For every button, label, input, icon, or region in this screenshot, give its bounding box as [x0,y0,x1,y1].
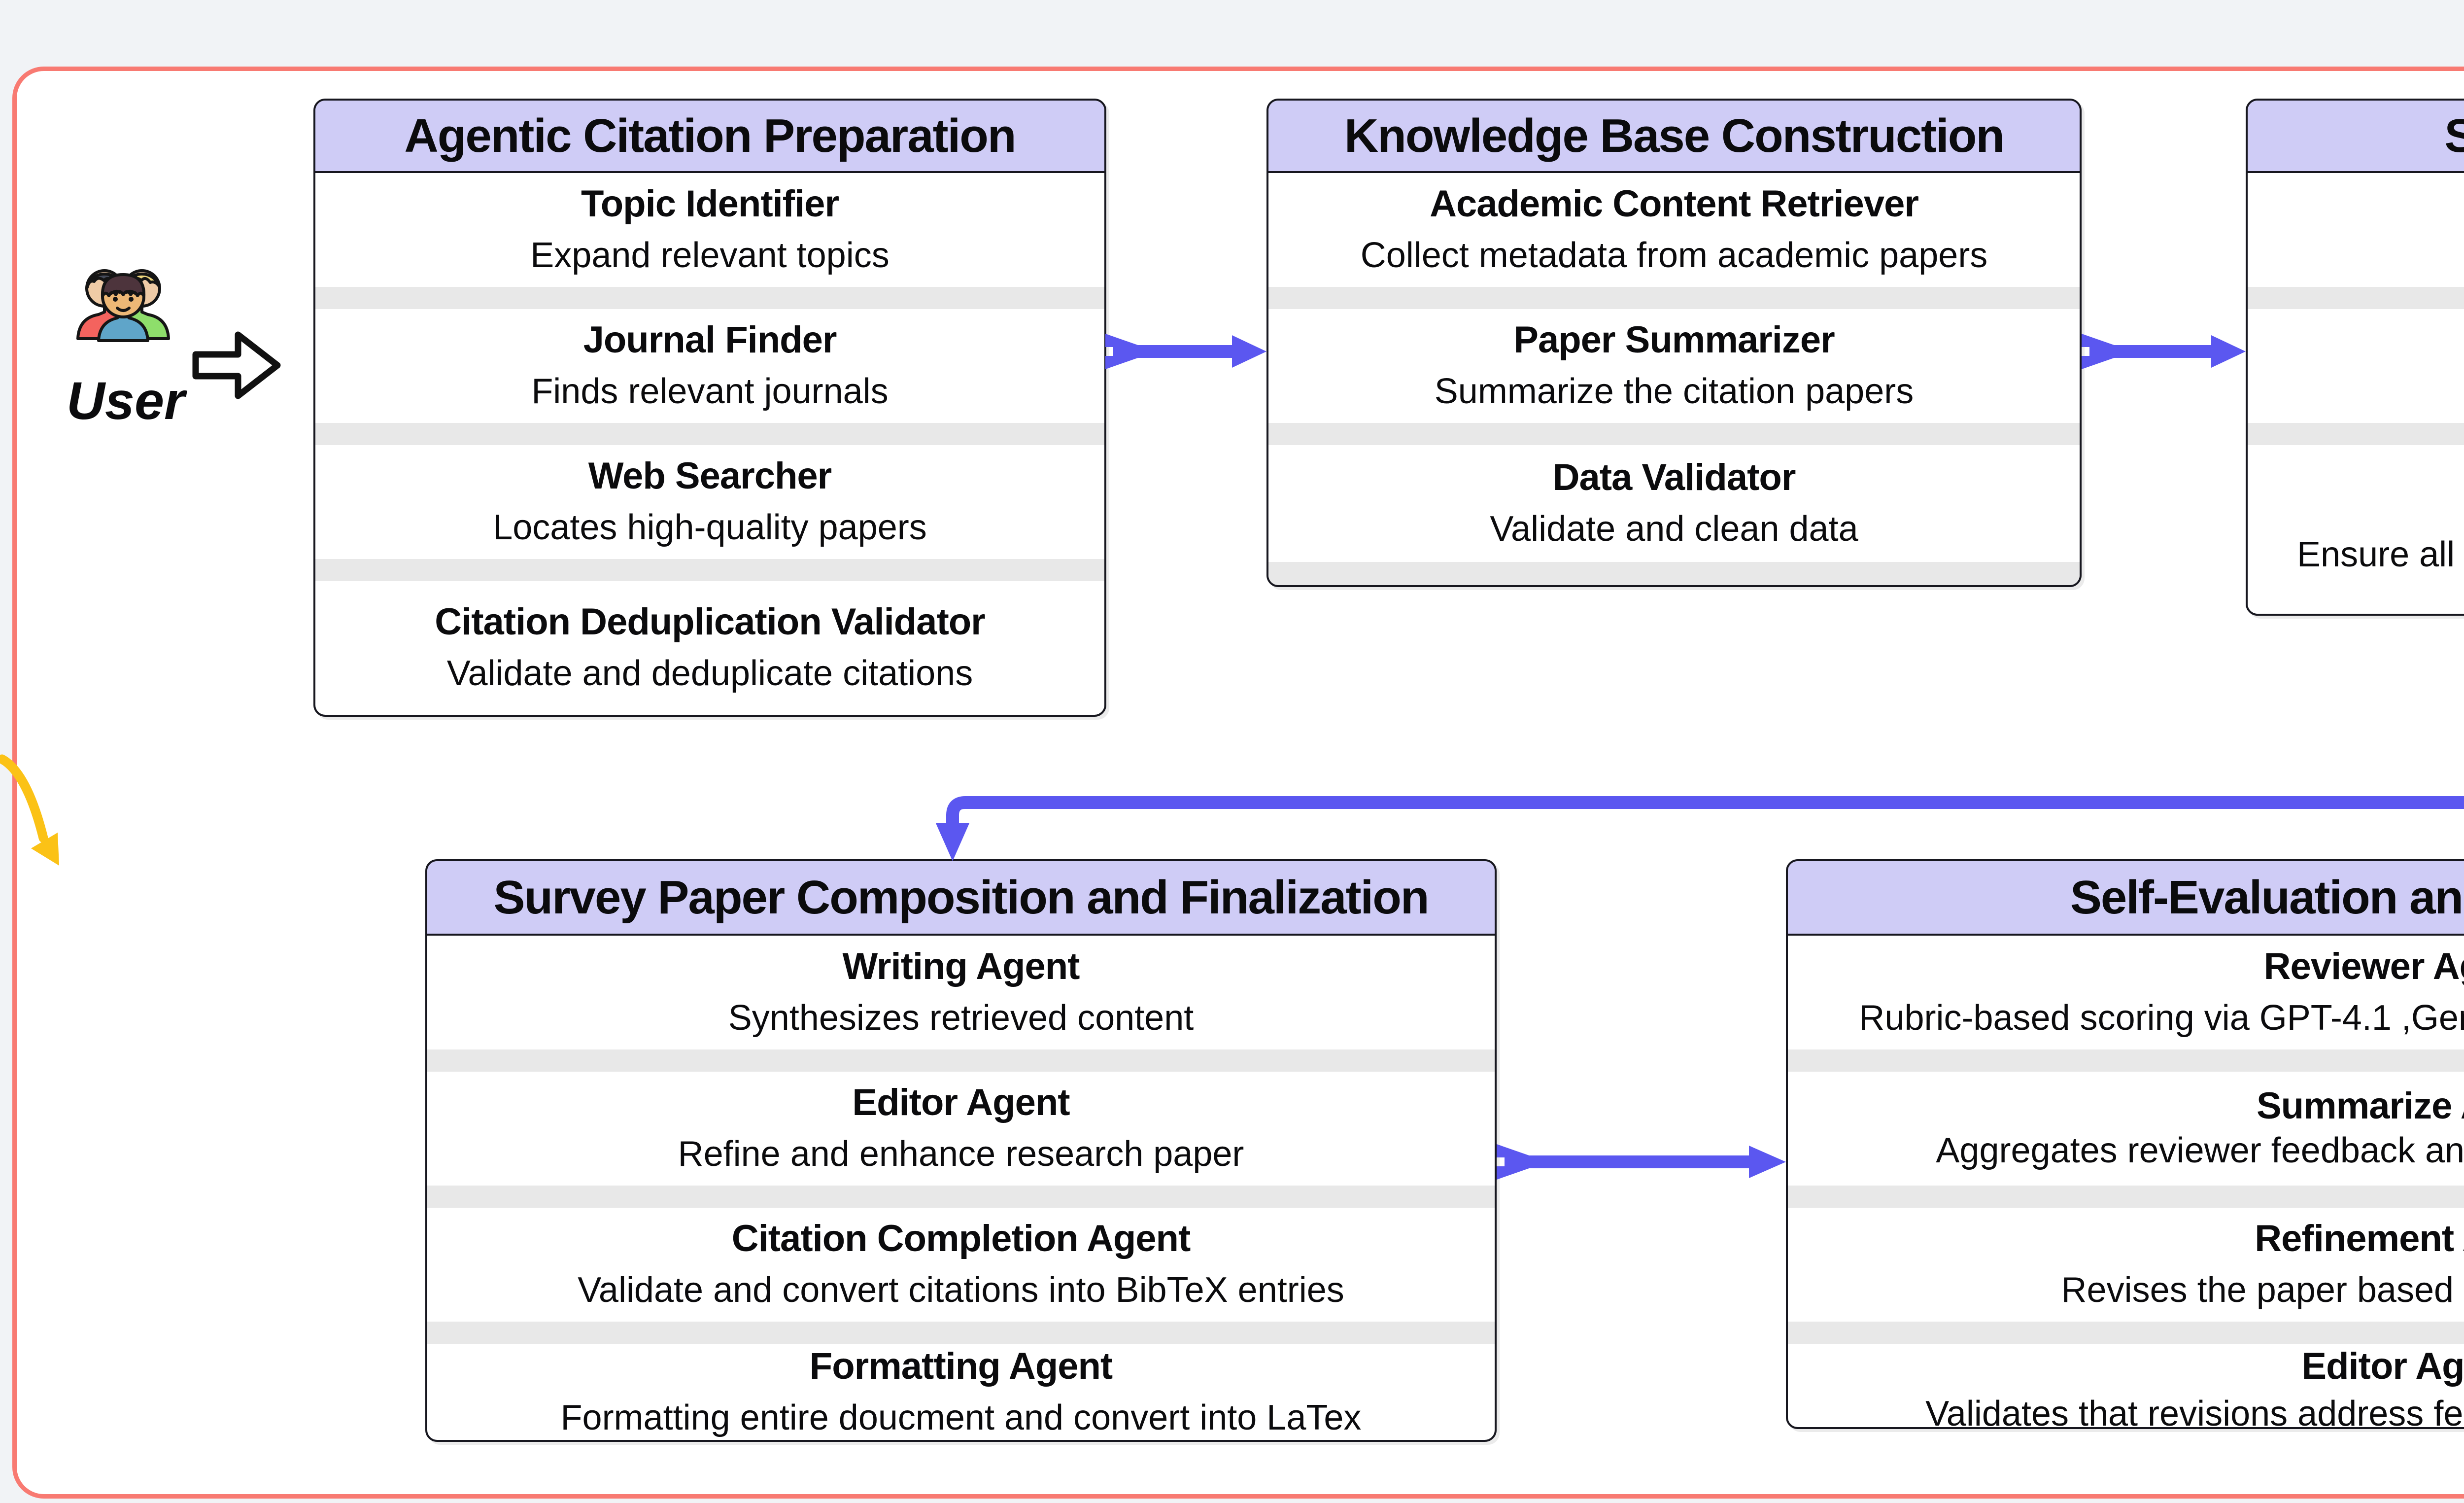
agent-name: Data Validator [1552,456,1796,498]
agent-row: Reviewer Agents Rubric-based scoring via… [1788,936,2464,1049]
row-separator [2248,423,2464,445]
agent-desc: Finds relevant journals [531,371,889,411]
row-separator [315,559,1104,581]
agent-desc: Formatting entire doucment and convert i… [560,1398,1362,1437]
agent-desc: Aggregates reviewer feedback and provide… [1936,1130,2464,1170]
row-separator [427,1322,1495,1344]
agent-desc: Validate and clean data [1490,509,1858,549]
agent-name: Formatting Agent [809,1345,1113,1387]
row-separator [1268,287,2080,309]
row-separator [315,423,1104,445]
agent-row: Writing Agent Synthesizes retrieved cont… [427,936,1495,1049]
agent-desc: Ensure all citations are present and out… [2297,535,2464,575]
agent-name: Editor Agent [852,1081,1070,1123]
agent-desc: Synthesizes retrieved content [728,998,1194,1038]
agent-row: Summarize Agent Aggregates reviewer feed… [1788,1072,2464,1186]
stage-title: Self-Evaluation and Refinement [1788,861,2464,936]
agent-desc: Refine and enhance research paper [678,1134,1244,1174]
user-output-arrow-icon [189,323,285,408]
agent-name: Citation Deduplication Validator [435,600,986,643]
agent-desc: Validates that revisions address feedbac… [1925,1394,2464,1429]
agent-desc: Rubric-based scoring via GPT-4.1 ,Gemini… [1859,998,2464,1038]
agent-desc: Validate and convert citations into BibT… [578,1270,1344,1310]
agent-name: Writing Agent [842,945,1080,987]
agent-name: Academic Content Retriever [1430,182,1919,225]
agent-name: Citation Completion Agent [731,1217,1191,1259]
agent-name: Summarize Agent [2256,1084,2464,1127]
stage-box-knowledge-base-construction: Knowledge Base Construction Academic Con… [1266,99,2082,587]
users-group-icon [74,252,172,342]
agent-name: Reviewer Agents [2263,945,2464,987]
agent-row: Citation Completion Agent Validate and c… [427,1208,1495,1322]
stage-title: Survey Paper Composition and Finalizatio… [427,861,1495,936]
agent-desc: Revises the paper based on final suggest… [2061,1270,2464,1310]
stage-box-agentic-citation-preparation: Agentic Citation Preparation Topic Ident… [313,99,1106,717]
agent-row: Outline Validator Ensure all citations a… [2248,445,2464,614]
agent-name: Refinement Agent [2255,1217,2464,1259]
stage-box-structured-outline-generation: Structured Outline Generation Research P… [2246,99,2464,616]
agent-row: Journal Finder Finds relevant journals [315,309,1104,423]
agent-row: Outline Merger Merge particial outlines [2248,309,2464,423]
agent-row: Editor Agent Validates that revisions ad… [1788,1344,2464,1429]
row-separator [1268,562,2080,585]
row-separator [1268,423,2080,445]
row-separator [427,1049,1495,1072]
row-separator [315,287,1104,309]
agent-desc: Expand relevant topics [530,235,890,275]
row-separator [427,1186,1495,1208]
row-separator [1788,1186,2464,1208]
agent-row: Research Paper Organizer structure paper… [2248,173,2464,287]
agent-row: Citation Deduplication Validator Validat… [315,581,1104,715]
agent-desc: Summarize the citation papers [1434,371,1914,411]
user-label: User [66,371,185,430]
agent-name: Journal Finder [583,318,837,361]
row-separator [2248,287,2464,309]
agent-row: Topic Identifier Expand relevant topics [315,173,1104,287]
stage-box-survey-paper-composition: Survey Paper Composition and Finalizatio… [425,859,1497,1442]
agent-row: Refinement Agent Revises the paper based… [1788,1208,2464,1322]
row-separator [1788,1322,2464,1344]
agent-name: Editor Agent [2301,1345,2464,1387]
agent-name: Paper Summarizer [1513,318,1835,361]
agent-desc: Collect metadata from academic papers [1360,235,1988,275]
agent-row: Web Searcher Locates high-quality papers [315,445,1104,559]
agent-row: Academic Content Retriever Collect metad… [1268,173,2080,287]
agent-row: Formatting Agent Formatting entire doucm… [427,1344,1495,1440]
agent-desc: Validate and deduplicate citations [446,653,973,693]
agent-desc: Locates high-quality papers [493,507,927,547]
stage-title: Knowledge Base Construction [1268,101,2080,173]
row-separator [1788,1049,2464,1072]
agent-row: Data Validator Validate and clean data [1268,445,2080,562]
stage-box-self-evaluation-refinement: Self-Evaluation and Refinement Reviewer … [1786,859,2464,1429]
agent-row: Paper Summarizer Summarize the citation … [1268,309,2080,423]
agent-name: Web Searcher [588,454,832,497]
agent-row: Editor Agent Refine and enhance research… [427,1072,1495,1186]
stage-title: Structured Outline Generation [2248,101,2464,173]
stage-title: Agentic Citation Preparation [315,101,1104,173]
agent-name: Topic Identifier [581,182,839,225]
